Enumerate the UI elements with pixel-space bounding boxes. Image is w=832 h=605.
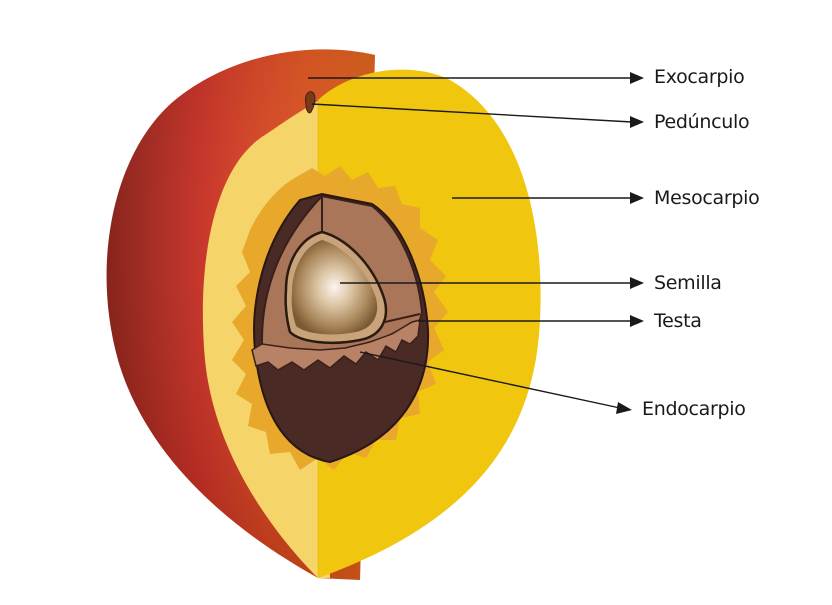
label-exocarpio: Exocarpio [654, 66, 744, 88]
label-pedunculo: Pedúnculo [654, 111, 749, 133]
label-endocarpio: Endocarpio [642, 398, 746, 420]
label-mesocarpio: Mesocarpio [654, 187, 759, 209]
label-semilla: Semilla [654, 272, 722, 294]
label-testa: Testa [654, 310, 702, 332]
